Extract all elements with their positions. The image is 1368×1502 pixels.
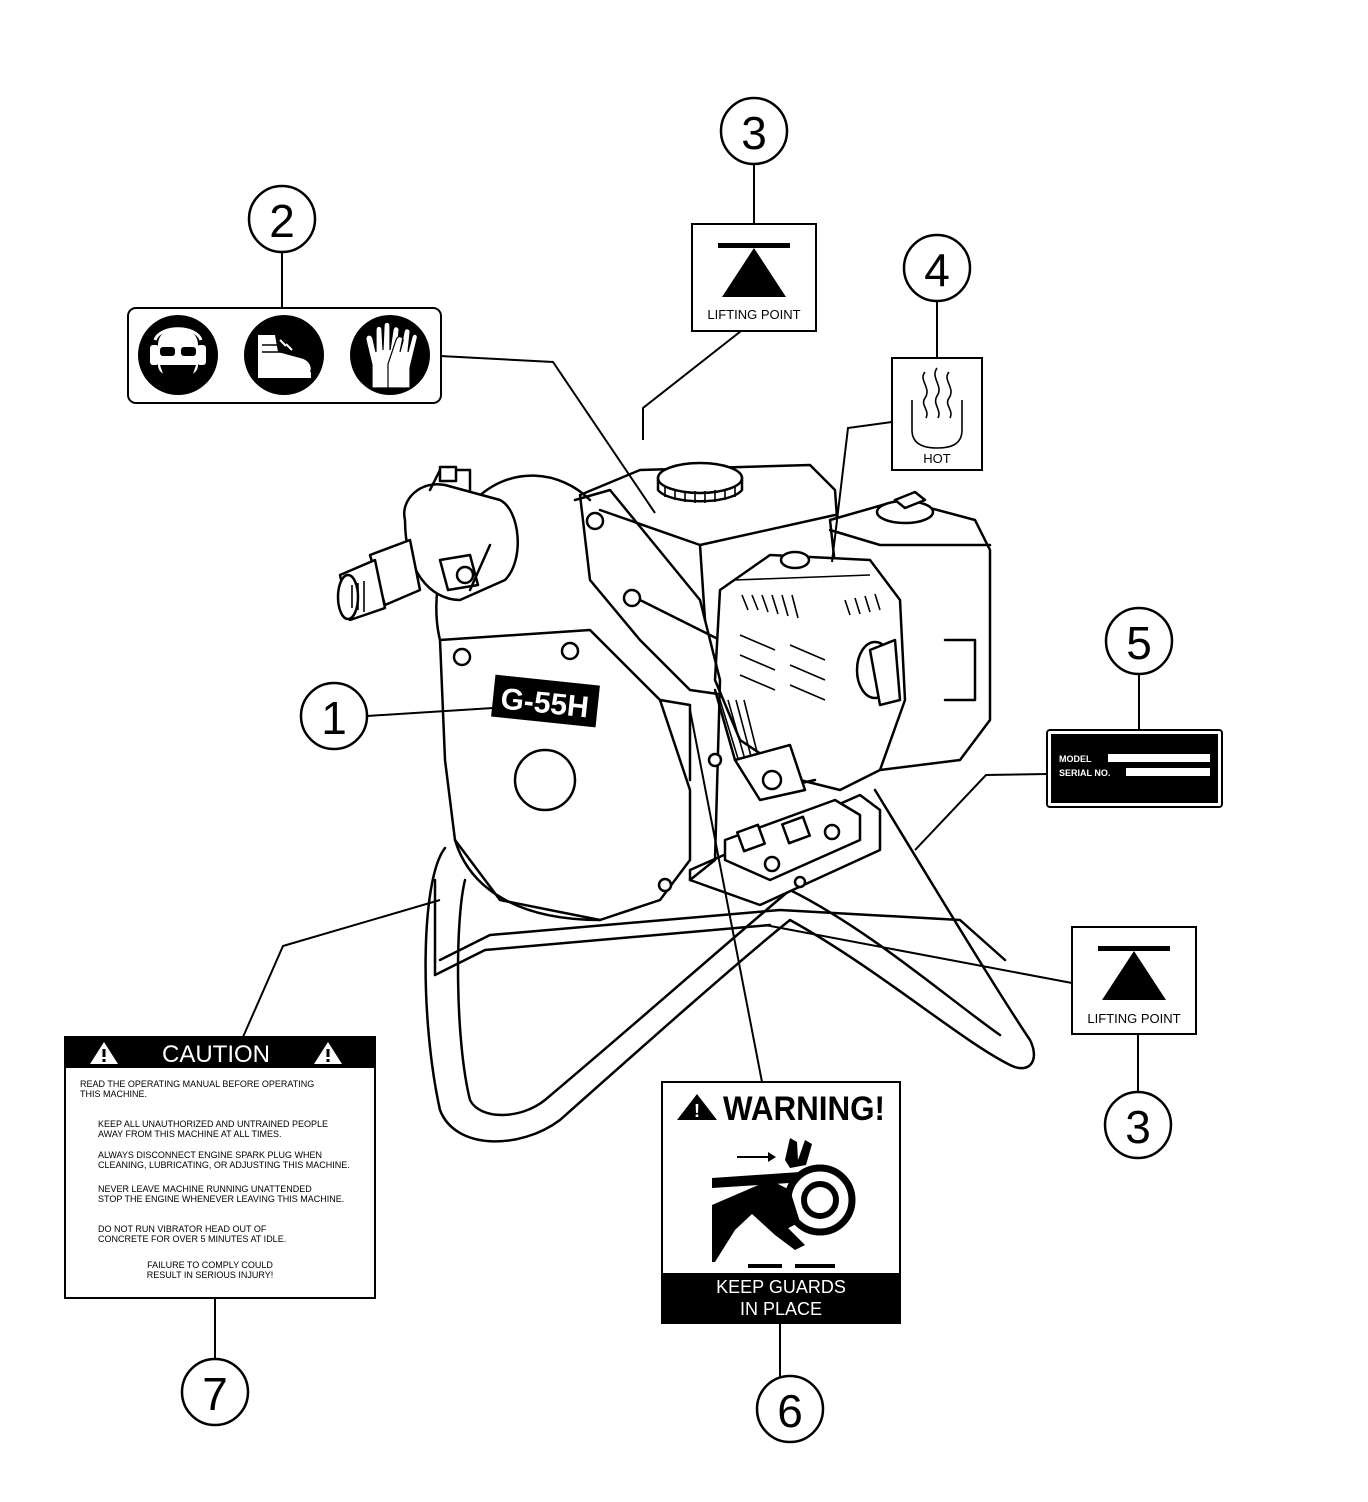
caution-line: READ THE OPERATING MANUAL BEFORE OPERATI… [80, 1079, 314, 1089]
model-decal: G-55H [491, 674, 600, 728]
callout-2: 2 [247, 184, 317, 254]
callout-3-top: 3 [719, 96, 789, 166]
caution-warning-icon-right [314, 1042, 342, 1064]
lifting-point-label-bottom: LIFTING POINT [1087, 1011, 1180, 1026]
callout-4-number: 4 [924, 244, 950, 296]
serial-plate-decal: MODEL SERIAL NO. [1046, 729, 1223, 808]
caution-line: KEEP ALL UNAUTHORIZED AND UNTRAINED PEOP… [98, 1119, 328, 1129]
svg-text:!: ! [694, 1101, 700, 1121]
callout-2-number: 2 [269, 195, 295, 247]
serial-label: SERIAL NO. [1059, 768, 1110, 778]
ppe-decal [127, 307, 442, 404]
lifting-point-label-top: LIFTING POINT [707, 307, 800, 322]
callout-6-number: 6 [777, 1385, 803, 1437]
callout-4: 4 [902, 233, 972, 303]
caution-line: FAILURE TO COMPLY COULD [147, 1260, 273, 1270]
callout-3-top-number: 3 [741, 107, 767, 159]
caution-line: CLEANING, LUBRICATING, OR ADJUSTING THIS… [98, 1160, 350, 1170]
hot-label: HOT [923, 451, 951, 466]
lifting-point-decal-top: LIFTING POINT [691, 223, 817, 332]
warning-footer-line1: KEEP GUARDS [716, 1277, 846, 1297]
gloves-icon [350, 315, 430, 395]
caution-line: NEVER LEAVE MACHINE RUNNING UNATTENDED [98, 1184, 312, 1194]
callout-6: 6 [755, 1374, 825, 1444]
callout-7-number: 7 [202, 1368, 228, 1420]
machine-drawing [336, 461, 1036, 1143]
belt-pinch-hand-icon [712, 1138, 856, 1268]
warning-footer-line2: IN PLACE [740, 1299, 822, 1319]
callout-1-number: 1 [321, 692, 347, 744]
callout-3-bottom: 3 [1103, 1090, 1173, 1160]
caution-line: AWAY FROM THIS MACHINE AT ALL TIMES. [98, 1129, 282, 1139]
caution-line: DO NOT RUN VIBRATOR HEAD OUT OF [98, 1224, 267, 1234]
caution-line: THIS MACHINE. [80, 1089, 147, 1099]
warning-header: WARNING! [723, 1090, 885, 1128]
caution-line: CONCRETE FOR OVER 5 MINUTES AT IDLE. [98, 1234, 286, 1244]
caution-decal: CAUTION READ THE OPERATING MANUAL BEFORE… [64, 1036, 376, 1299]
lifting-point-decal-bottom: LIFTING POINT [1071, 926, 1197, 1035]
callout-5-number: 5 [1126, 617, 1152, 669]
warning-decal: ! WARNING! KEEP GUARDS IN PLACE [661, 1081, 901, 1324]
caution-line: ALWAYS DISCONNECT ENGINE SPARK PLUG WHEN [98, 1150, 322, 1160]
caution-line: STOP THE ENGINE WHENEVER LEAVING THIS MA… [98, 1194, 344, 1204]
caution-header: CAUTION [162, 1041, 270, 1068]
callout-3-bottom-number: 3 [1125, 1101, 1151, 1153]
hot-decal: HOT [891, 357, 983, 471]
callout-1: 1 [299, 681, 369, 751]
callout-5: 5 [1104, 606, 1174, 676]
leader-lines [214, 155, 1140, 1378]
model-label: MODEL [1059, 754, 1092, 764]
safety-boot-icon [244, 315, 324, 395]
callout-7: 7 [180, 1357, 250, 1427]
caution-line: RESULT IN SERIOUS INJURY! [147, 1270, 274, 1280]
caution-warning-icon-left [90, 1042, 118, 1064]
hot-hand-icon [911, 367, 963, 449]
face-shield-earmuffs-icon [138, 315, 218, 395]
